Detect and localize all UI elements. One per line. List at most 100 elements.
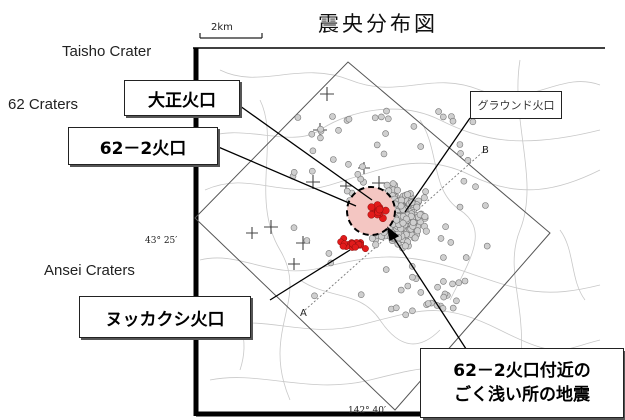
epicenter-dot bbox=[455, 279, 463, 287]
epicenter-dot bbox=[460, 177, 468, 185]
epicenter-dot bbox=[345, 161, 352, 168]
epicenter-dot bbox=[359, 163, 366, 170]
epicenter-dot bbox=[335, 127, 342, 134]
shallow-epicenter-dot bbox=[361, 245, 369, 253]
epicenters-red bbox=[337, 201, 390, 253]
epicenter-dot bbox=[311, 292, 318, 300]
epicenter-dot bbox=[442, 223, 449, 230]
epicenter-dot bbox=[345, 115, 353, 123]
epicenter-dot bbox=[424, 300, 432, 307]
epicenter-dot bbox=[329, 113, 336, 120]
epicenter-dot bbox=[329, 156, 337, 163]
map-title: 震央分布図 bbox=[318, 12, 438, 36]
epicenter-dot bbox=[449, 304, 457, 312]
epicenter-dot bbox=[382, 130, 389, 137]
epicenter-dot bbox=[435, 108, 442, 115]
epicenter-dot bbox=[343, 187, 351, 195]
epicenter-dot bbox=[422, 188, 429, 195]
epicenter-dot bbox=[440, 278, 447, 285]
label-62-craters-en: 62 Craters bbox=[8, 96, 79, 113]
latitude-label: 43° 25′ bbox=[145, 236, 178, 246]
epicenter-dot bbox=[469, 118, 477, 126]
epicenter-dot bbox=[404, 191, 412, 199]
epicenter-dot bbox=[437, 235, 445, 242]
epicenter-dot bbox=[456, 141, 464, 148]
epicenter-dot bbox=[421, 213, 429, 221]
point-a-label: A bbox=[300, 308, 307, 319]
epicenter-dot bbox=[384, 115, 392, 123]
epicenter-dot bbox=[449, 117, 457, 125]
epicenter-dot bbox=[456, 203, 464, 211]
epicenter-dot bbox=[393, 186, 401, 194]
epicenter-dot bbox=[372, 241, 380, 249]
scale-bar bbox=[199, 33, 263, 39]
epicenter-dot bbox=[397, 286, 405, 294]
point-b-label: B bbox=[482, 145, 489, 156]
epicenter-dot bbox=[440, 254, 447, 261]
epicenter-dot bbox=[401, 242, 409, 250]
shallow-earthquake-note: 62－2火口付近の ごく浅い所の地震 bbox=[420, 348, 624, 418]
epicenter-dot bbox=[449, 280, 456, 288]
epicenter-dot bbox=[382, 266, 390, 273]
epicenter-dot bbox=[410, 123, 418, 130]
label-62-2-crater-jp: 62－2火口 bbox=[68, 127, 218, 165]
label-taisho-crater-jp: 大正火口 bbox=[124, 80, 240, 116]
epicenter-dot bbox=[472, 183, 479, 190]
epicenter-dot bbox=[399, 219, 407, 227]
note-line-2: ごく浅い所の地震 bbox=[454, 385, 590, 405]
epicenter-dot bbox=[420, 194, 428, 202]
epicenter-dot bbox=[317, 134, 324, 142]
epicenter-dot bbox=[354, 171, 362, 178]
label-ansei-craters-en: Ansei Craters bbox=[44, 262, 135, 279]
epicenter-dot bbox=[411, 234, 419, 242]
shallow-epicenter-dot bbox=[367, 210, 376, 219]
study-area-rectangle bbox=[194, 61, 551, 411]
epicenter-dot bbox=[462, 254, 470, 261]
note-line-1: 62－2火口付近の bbox=[453, 361, 591, 381]
epicenter-dot bbox=[308, 130, 316, 138]
epicenter-dot bbox=[378, 113, 385, 121]
shallow-epicenter-dot bbox=[351, 243, 359, 251]
epicenter-dot bbox=[380, 150, 388, 158]
epicenter-dot bbox=[290, 224, 298, 231]
epicenter-dot bbox=[309, 147, 317, 155]
epicenter-dot bbox=[383, 107, 390, 115]
epicenter-dot bbox=[457, 150, 464, 157]
epicenter-dot bbox=[290, 169, 298, 176]
epicenter-dot bbox=[393, 216, 401, 224]
epicenter-dot bbox=[308, 167, 316, 175]
epicenter-dot bbox=[402, 311, 410, 319]
epicenter-dot bbox=[434, 283, 441, 291]
epicenter-dot bbox=[373, 141, 381, 149]
epicenter-dot bbox=[461, 277, 469, 285]
epicenter-dot bbox=[317, 125, 324, 133]
epicenter-dot bbox=[409, 307, 416, 315]
scale-label: 2km bbox=[211, 22, 233, 33]
epicenter-dot bbox=[453, 297, 460, 305]
epicenter-dot bbox=[294, 114, 302, 121]
epicenter-dot bbox=[303, 237, 311, 244]
shallow-epicenter-dot bbox=[339, 242, 347, 250]
shallow-epicenter-dot bbox=[375, 205, 384, 214]
epicenter-dot bbox=[409, 273, 416, 281]
epicenter-dot bbox=[417, 289, 425, 296]
epicenter-dot bbox=[447, 239, 455, 246]
epicenter-dot bbox=[357, 175, 365, 183]
epicenter-dot bbox=[392, 304, 400, 312]
leader-lines bbox=[215, 105, 471, 356]
epicenter-dot bbox=[409, 218, 417, 226]
label-taisho-crater-en: Taisho Crater bbox=[62, 43, 152, 60]
shallow-epicenter-dot bbox=[367, 203, 376, 212]
epicenter-dot bbox=[417, 143, 425, 150]
epicenter-dot bbox=[413, 203, 421, 211]
epicenter-dot bbox=[422, 227, 430, 235]
epicenter-dot bbox=[325, 250, 333, 257]
label-grounded-crater: グラウンド火口 bbox=[470, 91, 562, 119]
epicenter-dot bbox=[371, 114, 379, 122]
epicenter-dot bbox=[404, 282, 412, 290]
longitude-label: 142° 40′ bbox=[348, 406, 387, 416]
epicenter-dot bbox=[414, 227, 422, 235]
epicenter-dot bbox=[482, 202, 489, 209]
epicenter-dot bbox=[464, 157, 472, 164]
epicenter-dot bbox=[440, 293, 448, 301]
